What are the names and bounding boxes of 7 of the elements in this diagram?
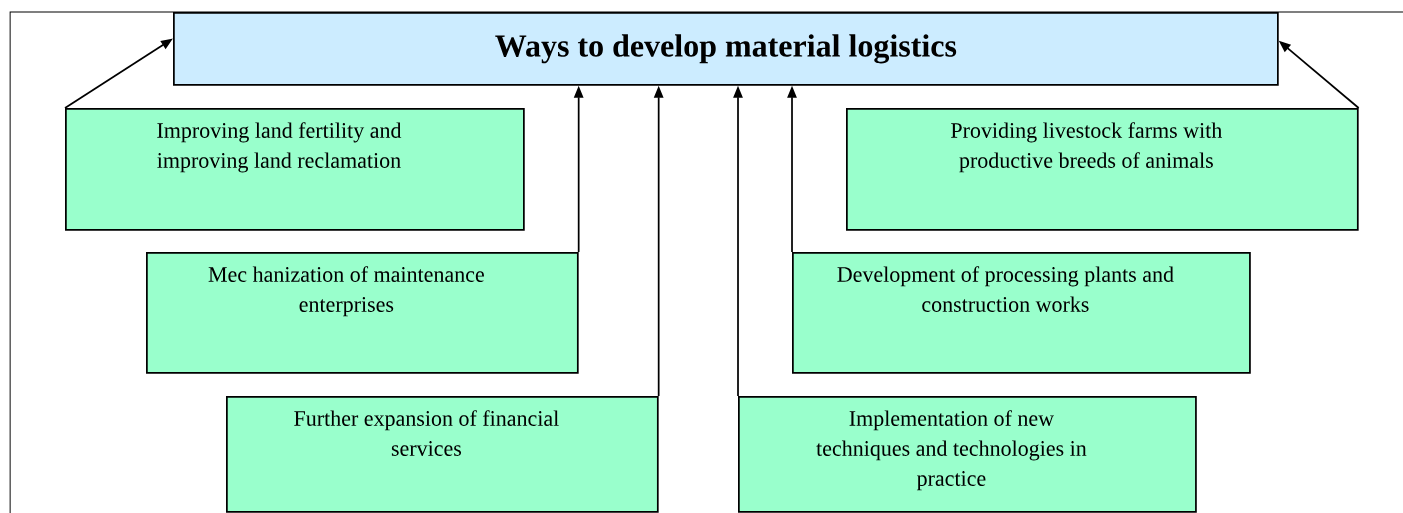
- process-box: Providing livestock farms with productive breeds of animals: [846, 108, 1359, 231]
- process-box: Improving land fertility and improving land reclamation: [65, 108, 525, 231]
- process-box: Further expansion of financial services: [226, 396, 659, 513]
- process-box: Implementation of new techniques and technologies in practice: [738, 396, 1197, 513]
- process-box: Development of processing plants and construction works: [792, 252, 1251, 374]
- process-box: Mec hanization of maintenance enterprises: [146, 252, 579, 374]
- title-box: Ways to develop material logistics: [173, 12, 1279, 86]
